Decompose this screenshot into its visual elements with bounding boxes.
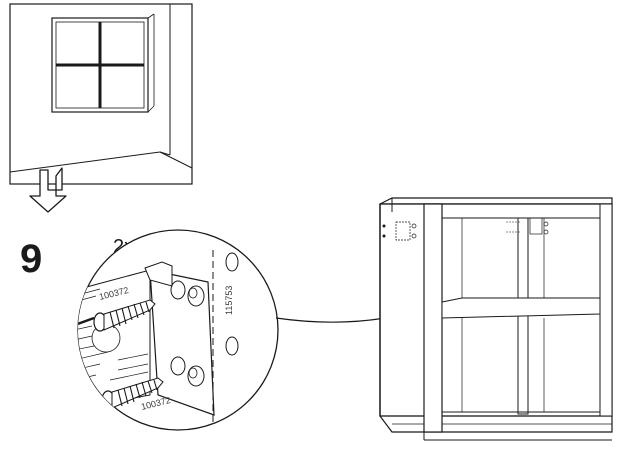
screwdriver-icon: [78, 316, 95, 328]
shelf-unit-icon: [379, 197, 613, 441]
hardware-markers: [382, 217, 549, 241]
small-shelf-unit-icon: [51, 13, 155, 113]
detail-magnifier: 100372 100372 115753: [77, 229, 279, 431]
down-arrow-icon: [29, 167, 67, 213]
step-number: 9: [20, 237, 42, 281]
bracket-icon: [144, 261, 215, 416]
bracket-part-number: 115753: [224, 286, 234, 315]
screw-icon: [93, 299, 156, 332]
wall-scene-inset: [9, 3, 193, 185]
wall-edge: [212, 250, 239, 425]
